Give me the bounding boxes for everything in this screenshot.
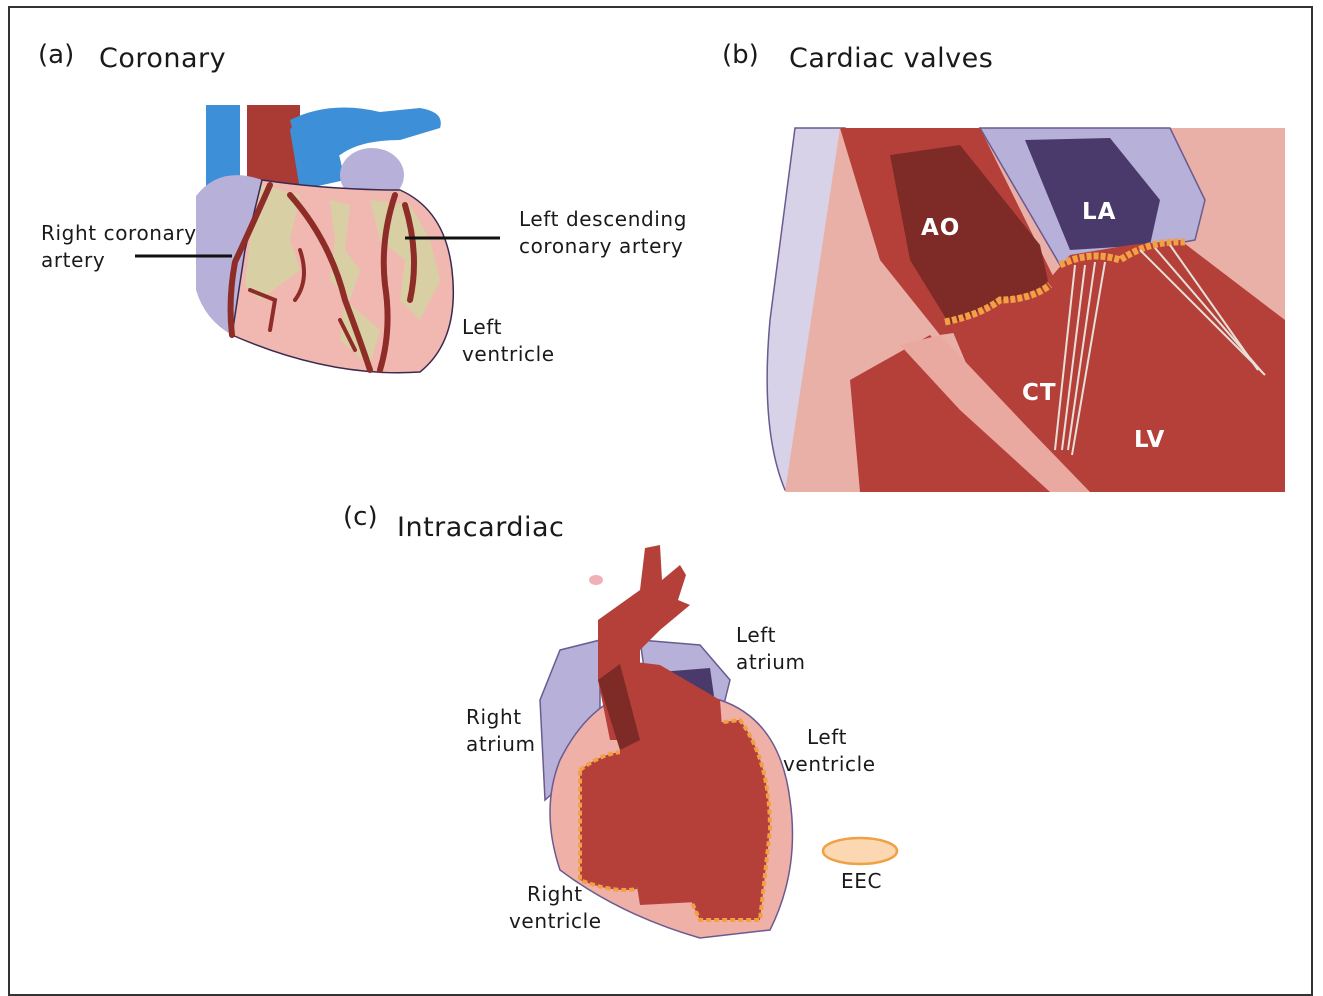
right-ventricle-label-2: ventricle	[509, 908, 602, 935]
eec-label: EEC	[841, 868, 882, 895]
left-atrium-label-1: Left	[736, 622, 776, 649]
left-atrium-label-2: atrium	[736, 649, 806, 676]
right-atrium-label-2: atrium	[466, 731, 536, 758]
left-ventricle-label-c-2: ventricle	[783, 751, 876, 778]
right-ventricle-label-1: Right	[527, 881, 583, 908]
left-ventricle-label-c-1: Left	[807, 724, 847, 751]
right-atrium-label-1: Right	[466, 704, 522, 731]
intracardiac-illustration	[0, 0, 1323, 969]
